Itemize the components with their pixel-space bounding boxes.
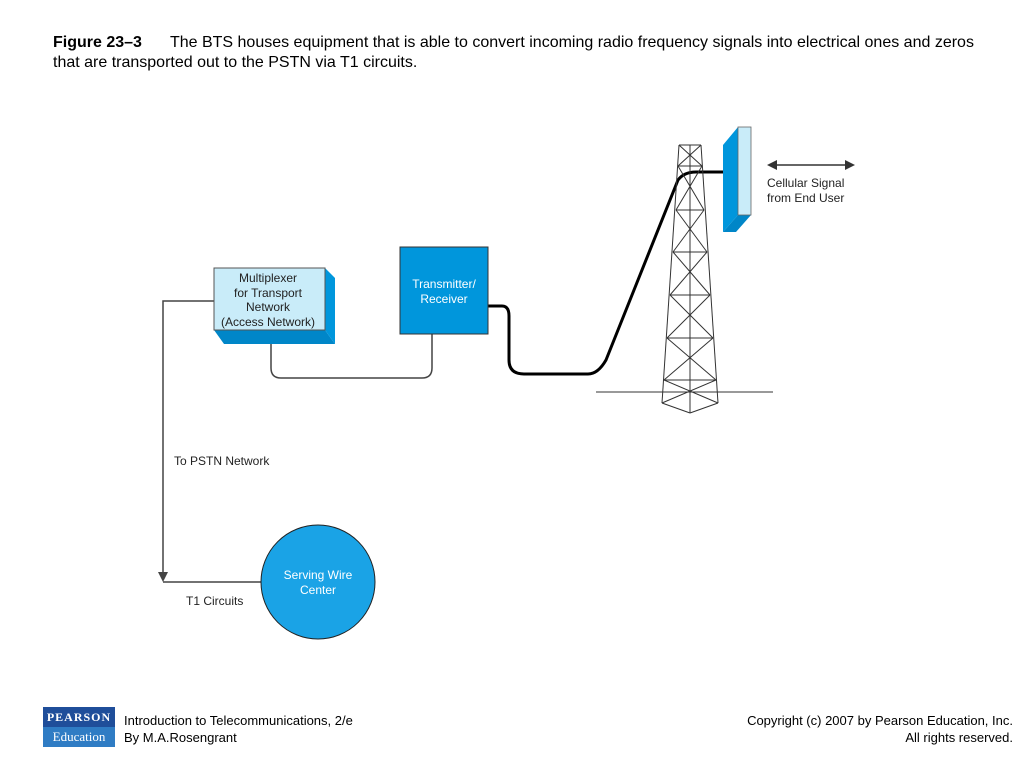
transmitter-label-2: Receiver [420, 292, 467, 306]
footer-copyright: Copyright (c) 2007 by Pearson Education,… [747, 712, 1013, 746]
copyright-text: Copyright (c) 2007 by Pearson Education,… [747, 713, 1013, 728]
serving-wire-center-label-2: Center [300, 583, 336, 597]
transmitter-label-1: Transmitter/ [412, 277, 476, 291]
pstn-arrowhead [158, 572, 168, 582]
bts-diagram: Multiplexer for Transport Network (Acces… [158, 126, 855, 640]
multiplexer-label-1: Multiplexer [239, 271, 297, 285]
figure-label: Figure 23–3 [53, 34, 142, 51]
cell-tower-icon [596, 144, 773, 414]
transmitter-to-tower-cable [488, 170, 726, 376]
logo-bottom-text: Education [43, 727, 115, 747]
multiplexer-label-4: (Access Network) [221, 315, 315, 329]
multiplexer-label-3: Network [246, 300, 291, 314]
footer-book-info: Introduction to Telecommunications, 2/e … [124, 712, 353, 746]
multiplexer-label-2: for Transport [234, 286, 303, 300]
logo-top-text: PEARSON [43, 707, 115, 727]
multiplexer-box: Multiplexer for Transport Network (Acces… [213, 267, 335, 344]
serving-wire-center-label-1: Serving Wire [284, 568, 353, 582]
pearson-education-logo: PEARSON Education [43, 707, 115, 747]
cellular-signal-label-2: from End User [767, 191, 844, 205]
cellular-signal-label-1: Cellular Signal [767, 176, 844, 190]
mux-to-transmitter-cable [270, 334, 433, 379]
pstn-line [162, 300, 214, 574]
transmitter-receiver-box: Transmitter/ Receiver [399, 246, 489, 335]
rights-text: All rights reserved. [905, 730, 1013, 745]
serving-wire-center-circle: Serving Wire Center [260, 524, 376, 640]
figure-caption-text: The BTS houses equipment that is able to… [53, 34, 974, 71]
book-author: By M.A.Rosengrant [124, 730, 237, 745]
signal-double-arrow [767, 160, 855, 170]
antenna-panel [723, 126, 752, 232]
t1-circuits-label: T1 Circuits [186, 594, 243, 608]
book-title: Introduction to Telecommunications, 2/e [124, 713, 353, 728]
pstn-network-label: To PSTN Network [174, 454, 270, 468]
